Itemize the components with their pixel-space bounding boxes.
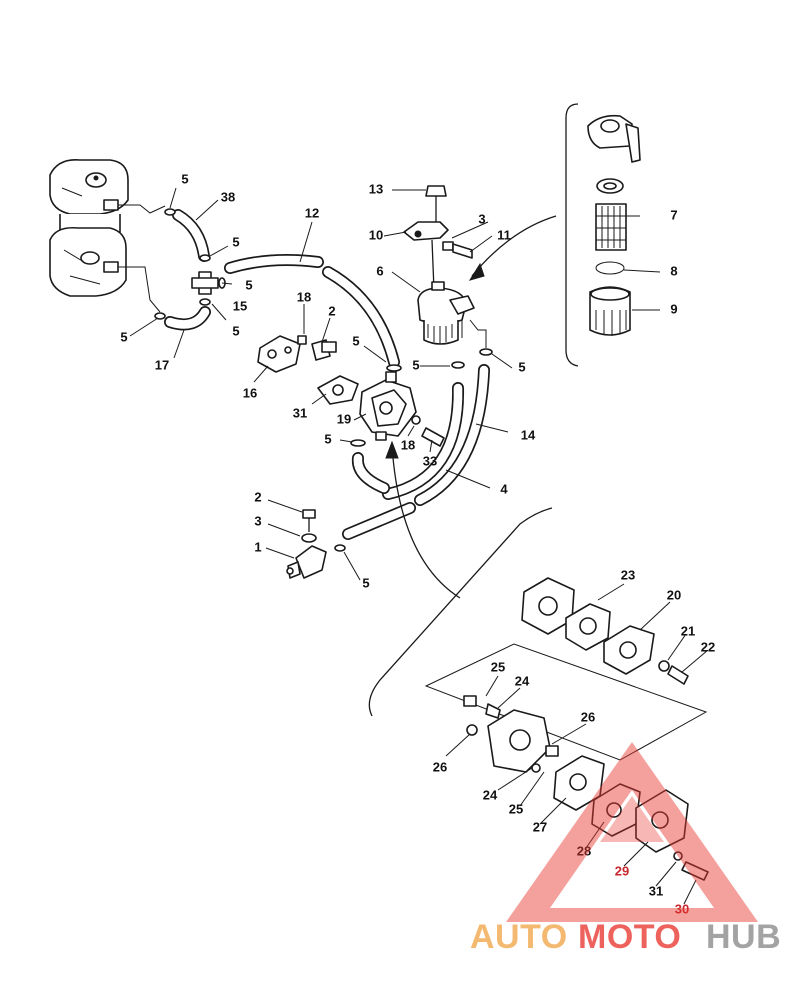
- label-part-29: 29: [615, 863, 629, 878]
- label-part-5: 5: [518, 359, 525, 374]
- watermark-brand-hub: HUB: [706, 918, 781, 956]
- reference-arrows: [385, 215, 557, 599]
- watermark-brand-auto: AUTO: [470, 918, 568, 956]
- label-part-3: 3: [478, 211, 485, 226]
- label-part-5: 5: [362, 575, 369, 590]
- label-part-2: 2: [254, 489, 261, 504]
- label-part-9: 9: [670, 301, 677, 316]
- label-part-17: 17: [155, 357, 169, 372]
- label-part-5: 5: [181, 171, 188, 186]
- label-part-5: 5: [120, 329, 127, 344]
- label-part-1: 1: [254, 539, 261, 554]
- label-part-21: 21: [681, 623, 695, 638]
- label-part-7: 7: [670, 207, 677, 222]
- automotohub-watermark: AUTO MOTO HUB: [470, 742, 781, 956]
- label-part-31: 31: [649, 883, 663, 898]
- label-part-18: 18: [401, 437, 415, 452]
- label-part-14: 14: [521, 427, 536, 442]
- label-part-32: 31: [293, 405, 307, 420]
- pump-exploded-inset: [368, 507, 709, 881]
- watermark-brand-moto: MOTO: [578, 918, 681, 956]
- label-part-2: 2: [328, 303, 335, 318]
- label-part-15: 15: [233, 298, 247, 313]
- fuel-pump-19: [350, 364, 445, 447]
- label-part-10: 10: [369, 227, 383, 242]
- label-part-33: 33: [423, 453, 437, 468]
- label-part-5: 5: [352, 333, 359, 348]
- label-part-12: 12: [305, 205, 319, 220]
- label-part-38: 38: [221, 189, 235, 204]
- part-number-labels: 5 38 5 5 15 5 5 17 12 13 3 10 11 6 7 8 9…: [120, 171, 715, 916]
- label-part-3: 3: [254, 513, 261, 528]
- fitting-1: [286, 509, 346, 579]
- label-part-26: 26: [581, 709, 595, 724]
- filter-parts-inset: [565, 103, 641, 367]
- label-part-5: 5: [412, 357, 419, 372]
- label-part-18: 18: [297, 289, 311, 304]
- label-part-8: 8: [670, 263, 677, 278]
- label-part-24: 24: [483, 787, 498, 802]
- label-part-30: 30: [675, 901, 689, 916]
- label-part-5: 5: [324, 431, 331, 446]
- label-part-5: 5: [232, 323, 239, 338]
- watermark-triangle-logo: [506, 742, 758, 922]
- label-part-13: 13: [369, 181, 383, 196]
- tee-fitting-15: [154, 208, 226, 320]
- label-part-27: 27: [533, 819, 547, 834]
- carburetor-assembly: [49, 158, 166, 313]
- fuel-hoses: [164, 209, 490, 540]
- label-part-20: 20: [667, 587, 681, 602]
- label-part-5: 5: [245, 277, 252, 292]
- label-part-16: 16: [243, 385, 257, 400]
- label-part-19: 19: [337, 411, 351, 426]
- label-part-25: 25: [491, 659, 505, 674]
- label-part-11: 11: [497, 227, 511, 242]
- fuel-filter-assembly-6: [403, 185, 493, 369]
- label-part-4: 4: [500, 481, 508, 496]
- label-part-22: 22: [701, 639, 715, 654]
- label-part-24: 24: [515, 673, 530, 688]
- hose-12b: [322, 266, 400, 368]
- label-part-6: 6: [376, 263, 383, 278]
- label-part-23: 23: [621, 567, 635, 582]
- label-part-28: 28: [577, 843, 591, 858]
- label-part-5: 5: [232, 234, 239, 249]
- leader-lines: [129, 187, 709, 905]
- label-part-26: 26: [433, 759, 447, 774]
- bracket-16-gasket-32: [257, 335, 359, 405]
- label-part-25: 25: [509, 801, 523, 816]
